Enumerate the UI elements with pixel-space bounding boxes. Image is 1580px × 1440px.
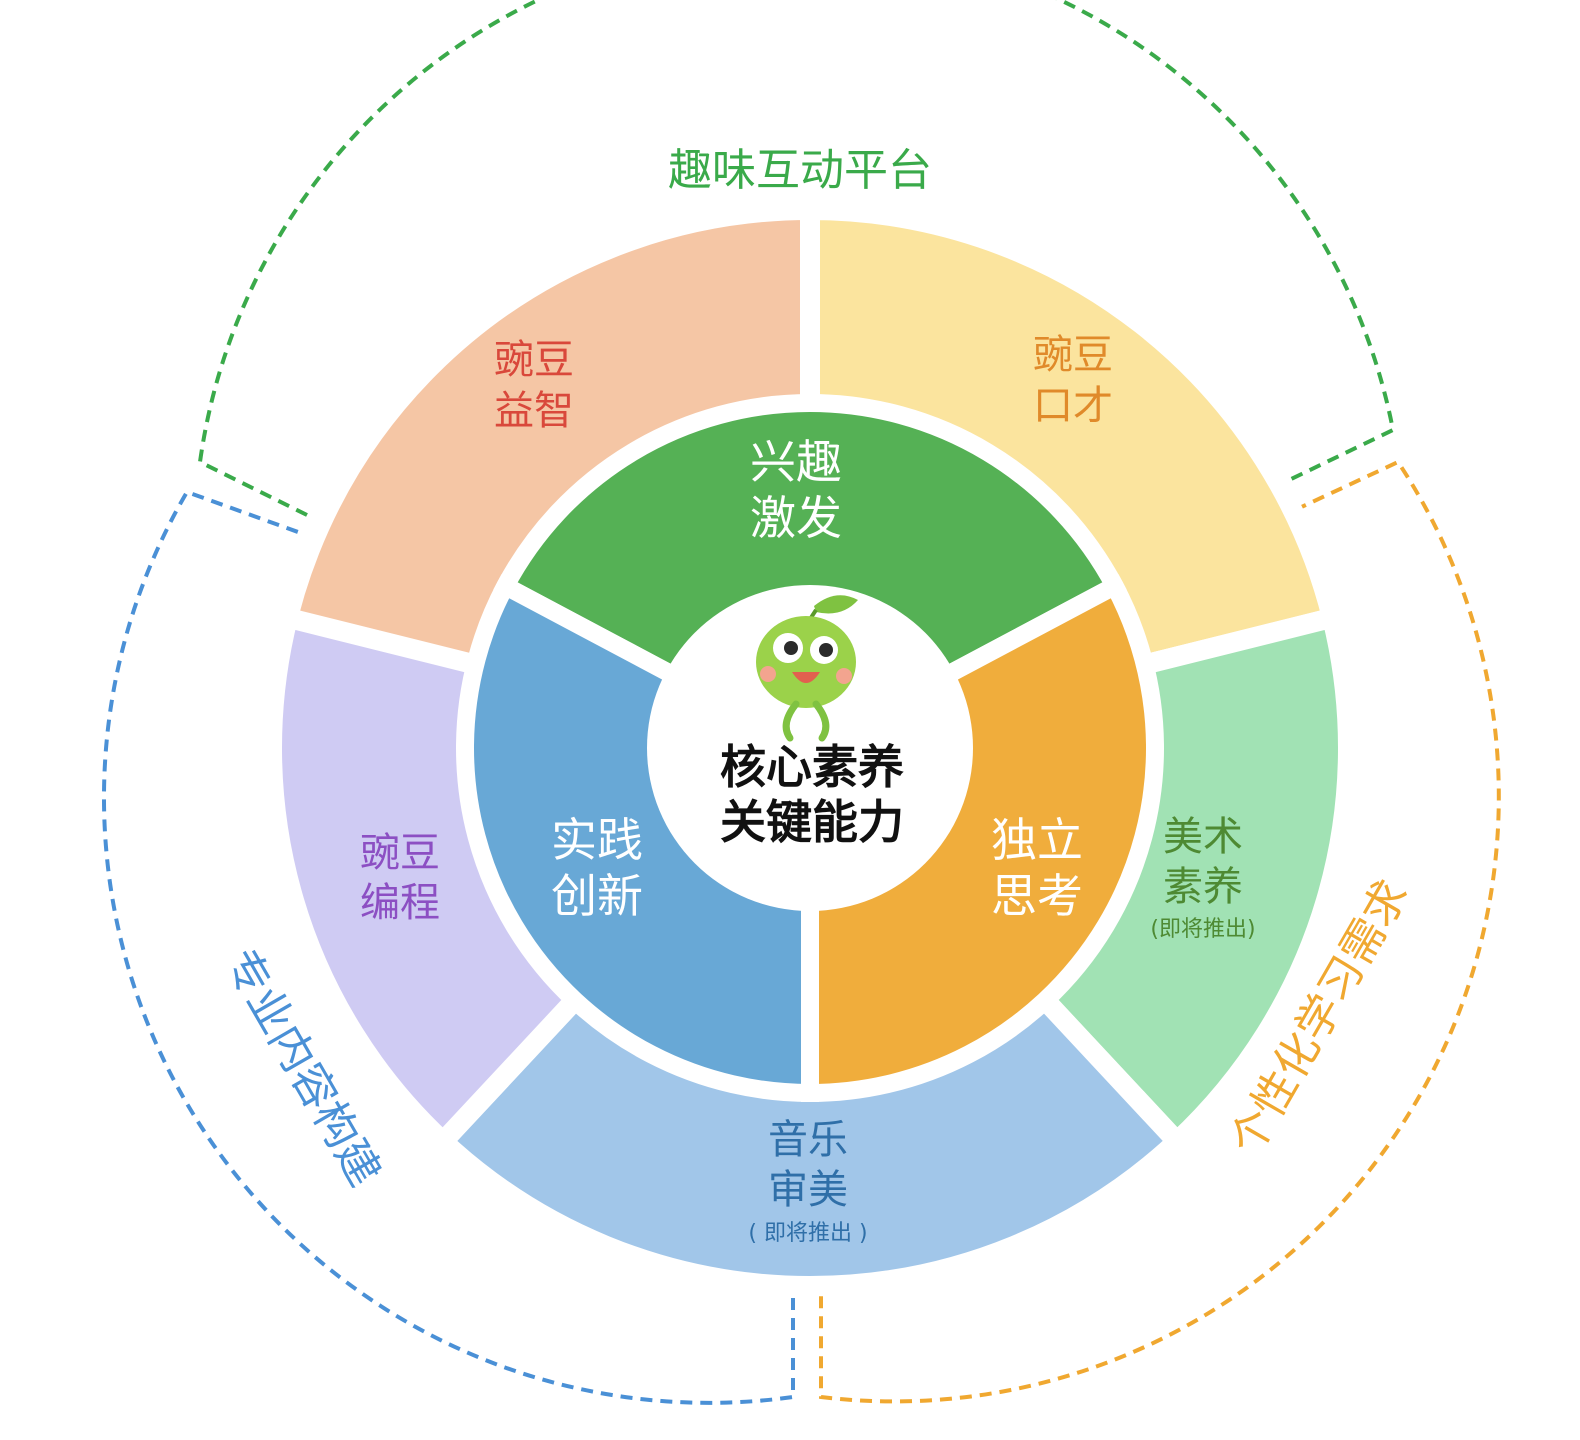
outer-label-coding-line2: 编程 xyxy=(360,880,440,926)
inner-label-independent-line2: 思考 xyxy=(991,869,1083,923)
outer-label-music-line1: 音乐 xyxy=(768,1117,848,1163)
group-label-interactive-platform: 趣味互动平台 xyxy=(668,145,932,196)
inner-label-interest-line2: 激发 xyxy=(750,491,842,545)
outer-label-art-line1: 美术 xyxy=(1163,814,1243,860)
inner-label-practice-line1: 实践 xyxy=(551,813,643,867)
outer-label-music-line2: 审美 xyxy=(768,1167,848,1213)
core-label-line1: 核心素养 xyxy=(720,740,904,794)
outer-label-puzzle-line2: 益智 xyxy=(494,388,574,434)
inner-label-independent-line1: 独立 xyxy=(991,813,1083,867)
outer-label-coding-line1: 豌豆 xyxy=(360,830,440,876)
inner-label-interest-line1: 兴趣 xyxy=(750,435,842,489)
outer-label-eloquence-line2: 口才 xyxy=(1033,383,1113,429)
outer-label-art-line2: 素养 xyxy=(1163,864,1243,910)
inner-label-practice-line2: 创新 xyxy=(551,869,643,923)
core-label-line2: 关键能力 xyxy=(720,795,904,849)
outer-label-art-coming-soon: (即将推出) xyxy=(1150,917,1255,942)
outer-label-eloquence-line1: 豌豆 xyxy=(1033,332,1113,378)
outer-label-puzzle-line1: 豌豆 xyxy=(494,337,574,383)
outer-label-music-coming-soon: ( 即将推出 ) xyxy=(748,1221,867,1246)
